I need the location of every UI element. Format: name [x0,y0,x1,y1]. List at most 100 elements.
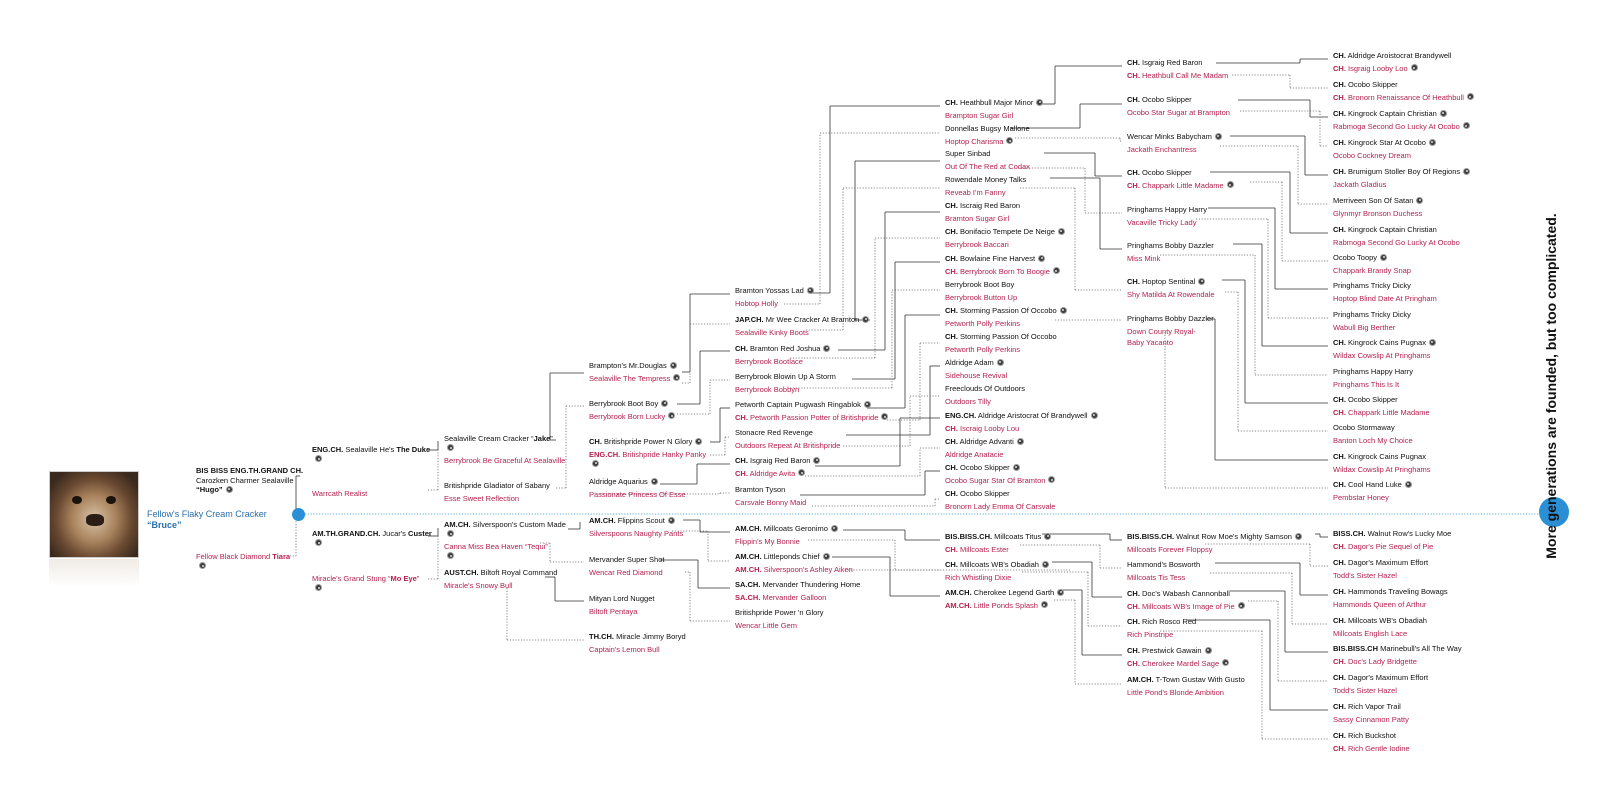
camera-icon[interactable] [862,315,870,323]
camera-icon[interactable] [315,539,322,547]
camera-icon[interactable] [830,524,838,532]
camera-icon[interactable] [1057,227,1065,235]
sire-name: Berrybrook Boot Boy [589,399,675,409]
camera-icon[interactable] [592,459,599,467]
camera-icon[interactable] [199,562,206,570]
camera-icon[interactable] [1404,480,1412,488]
camera-icon[interactable] [1204,646,1212,654]
camera-icon[interactable] [1214,132,1222,140]
baseline-end-dot [1539,497,1569,527]
camera-icon[interactable] [1198,277,1206,285]
camera-icon[interactable] [1059,306,1067,314]
camera-icon[interactable] [1380,253,1388,261]
camera-icon[interactable] [661,399,669,407]
dam-name: Berrybrook Bootlace [735,356,803,366]
dam-name: Captain's Lemon Bull [589,644,660,654]
camera-icon[interactable] [798,469,806,477]
photo-nose [86,514,104,526]
dog-entry: Warrcath Realist [312,486,367,499]
camera-icon[interactable] [1048,476,1056,484]
camera-icon[interactable] [806,286,814,294]
camera-icon[interactable] [650,477,658,485]
dam-name: Pringhams This Is It [1333,379,1400,389]
camera-icon[interactable] [1052,267,1060,275]
camera-icon[interactable] [447,530,454,538]
camera-icon[interactable] [225,485,233,493]
camera-icon[interactable] [1462,122,1470,130]
camera-icon[interactable] [813,456,821,464]
camera-icon[interactable] [1466,93,1474,101]
sire-name: Sealaville Cream Cracker “Jake” [444,434,553,443]
sire-name: CH. Isgraig Red Baron [735,456,821,466]
dog-entry: Sealaville Cream Cracker “Jake”Berrybroo… [444,434,565,466]
camera-icon[interactable] [1040,601,1048,609]
camera-icon[interactable] [447,552,454,560]
sire-name: Merriveen Son Of Satan [1333,196,1424,206]
dam-name: Out Of The Red at Codax [945,161,1030,171]
camera-icon[interactable] [1428,338,1436,346]
camera-icon[interactable] [668,412,676,420]
camera-icon[interactable] [673,374,681,382]
dog-entry: AM.TH.GRAND.CH. Jucar's Custer [312,529,432,548]
camera-icon[interactable] [863,400,871,408]
camera-icon[interactable] [315,455,322,463]
sire-name: CH. Heathbull Major Minor [945,98,1044,108]
dam-name: CH. Bronorn Renaissance Of Heathbull [1333,93,1474,103]
camera-icon[interactable] [1439,109,1447,117]
camera-icon[interactable] [1036,98,1044,106]
camera-icon[interactable] [881,413,889,421]
camera-icon[interactable] [447,444,454,452]
camera-icon[interactable] [996,358,1004,366]
camera-icon[interactable] [822,552,830,560]
camera-icon[interactable] [1237,602,1245,610]
camera-icon[interactable] [1012,463,1020,471]
camera-icon[interactable] [1226,181,1234,189]
camera-icon[interactable] [1294,532,1302,540]
camera-icon[interactable] [1044,532,1052,540]
camera-icon[interactable] [823,344,831,352]
camera-icon[interactable] [1038,254,1046,262]
camera-icon[interactable] [1006,137,1014,145]
camera-icon[interactable] [1222,659,1230,667]
subject-nickname: “Bruce” [147,520,182,530]
camera-icon[interactable] [667,516,675,524]
camera-icon[interactable] [1016,437,1024,445]
sire-name: CH. Storming Passion Of Occobo [945,332,1057,341]
camera-icon[interactable] [695,437,703,445]
camera-icon[interactable] [1057,588,1065,596]
camera-icon[interactable] [1410,64,1418,72]
dam-name: Sidehouse Revival [945,370,1008,380]
dam-name: Glynmyr Bronson Duchess [1333,208,1423,218]
dam-name: Bronorn Lady Emma Of Carsvale [945,501,1056,511]
dog-entry: ENG.CH. Sealaville He's The Duke [312,445,430,464]
camera-icon[interactable] [315,584,322,592]
camera-icon[interactable] [1041,560,1049,568]
camera-icon[interactable] [1416,196,1424,204]
camera-icon[interactable] [669,361,677,369]
camera-icon[interactable] [1463,167,1471,175]
dam-name: CH. Isgraig Looby Loo [1333,64,1451,74]
dam-name: CH. Berrybrook Born To Boogie [945,267,1060,277]
caption-text: More generations are founded, but too co… [1543,213,1559,559]
dam-name: Rich Whistling Dixie [945,572,1012,582]
camera-icon[interactable] [1090,411,1098,419]
dam-name: Wencar Little Gem [735,620,797,630]
camera-icon[interactable] [1428,138,1436,146]
sire-name: Stonacre Red Revenge [735,428,813,437]
sire-name: CH. Rich Rosco Red [1127,617,1197,626]
